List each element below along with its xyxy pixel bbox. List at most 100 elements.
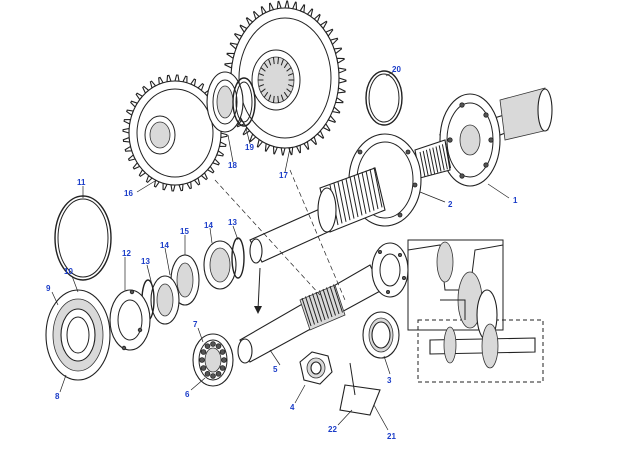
snap-ring-19 xyxy=(232,77,256,127)
spline-rib xyxy=(341,180,351,221)
spline-tooth xyxy=(283,62,289,69)
spline-rib xyxy=(319,290,329,319)
spline-rib xyxy=(305,296,315,325)
bearing-ball xyxy=(219,349,226,355)
spline-rib xyxy=(333,183,343,224)
spline-rib xyxy=(432,147,439,173)
gear-tooth xyxy=(220,132,228,139)
spline-tooth xyxy=(268,58,272,66)
gear-tooth xyxy=(337,67,347,74)
bearing-ball xyxy=(215,343,222,349)
spline-tooth xyxy=(286,88,292,93)
callout-3: 3 xyxy=(387,376,392,385)
callout-9: 9 xyxy=(46,284,51,293)
spline-rib xyxy=(333,284,343,313)
bearing-ball xyxy=(200,365,207,371)
spline-rib xyxy=(301,297,312,327)
spline-rib xyxy=(353,175,363,216)
callout-19: 19 xyxy=(245,143,254,152)
spline-rib xyxy=(445,143,452,169)
spline-tooth xyxy=(277,57,280,65)
bearing-ball xyxy=(215,371,222,377)
callout-2: 2 xyxy=(448,200,453,209)
assembly-inset xyxy=(407,239,544,383)
spline-tooth xyxy=(263,91,269,98)
bearing-stack xyxy=(141,237,245,325)
spline-tooth xyxy=(283,91,289,98)
callout-7: 7 xyxy=(193,320,198,329)
shaft-5 xyxy=(237,242,409,364)
bearing-ball xyxy=(219,365,226,371)
spline-tooth xyxy=(272,57,275,65)
spline-tooth xyxy=(277,95,280,103)
bearing-ball xyxy=(210,341,216,347)
callout-20: 20 xyxy=(392,65,401,74)
bearing-ball xyxy=(210,373,216,379)
spline-rib xyxy=(345,178,355,219)
gear-tooth xyxy=(280,147,286,156)
spline-rib xyxy=(308,294,319,324)
upper-shaft xyxy=(249,167,386,264)
spline-tooth xyxy=(260,67,266,72)
gear-16 xyxy=(122,74,228,192)
spline-tooth xyxy=(258,73,265,76)
spline-rib xyxy=(438,145,445,171)
callout-10: 10 xyxy=(64,267,73,276)
spline-rib xyxy=(422,150,429,176)
callout-13-lower: 13 xyxy=(141,257,150,266)
spline-tooth xyxy=(272,95,275,103)
spline-rib xyxy=(373,167,383,208)
retainer-12 xyxy=(109,289,151,351)
spline-tooth xyxy=(287,84,294,87)
callout-1: 1 xyxy=(513,196,518,205)
spline-rib xyxy=(419,151,426,178)
output-flange-1 xyxy=(414,87,553,187)
callout-14-lower: 14 xyxy=(160,241,169,250)
bearing-6 xyxy=(192,333,234,387)
callout-16: 16 xyxy=(124,189,133,198)
spline-rib xyxy=(322,288,333,318)
spline-rib xyxy=(357,173,367,214)
bearing-ball xyxy=(199,357,205,363)
spline-tooth xyxy=(263,62,269,69)
bearing-18 xyxy=(206,71,244,133)
callout-13-upper: 13 xyxy=(228,218,237,227)
callout-11: 11 xyxy=(77,178,86,187)
callout-4: 4 xyxy=(290,403,295,412)
spline-tooth xyxy=(280,94,284,102)
spline-rib xyxy=(326,287,336,316)
callout-8: 8 xyxy=(55,392,60,401)
castle-nut-4 xyxy=(299,351,333,385)
callout-17: 17 xyxy=(279,171,288,180)
large-gear-17 xyxy=(223,0,347,156)
spline-rib xyxy=(425,149,432,175)
shim-21-22 xyxy=(339,362,381,416)
spline-rib xyxy=(361,172,371,213)
callout-22: 22 xyxy=(328,425,337,434)
oil-seal-8 xyxy=(45,289,111,381)
assembly-guide-lines xyxy=(214,169,346,314)
spline-rib xyxy=(441,144,448,170)
spline-rib xyxy=(337,181,347,222)
spline-tooth xyxy=(258,84,265,87)
spline-tooth xyxy=(260,88,266,93)
callout-6: 6 xyxy=(185,390,190,399)
leader-lines xyxy=(51,71,510,431)
spline-tooth xyxy=(268,94,272,102)
gear-tooth xyxy=(284,0,290,9)
seal-3 xyxy=(362,311,400,359)
spline-rib xyxy=(349,176,359,218)
callout-12: 12 xyxy=(122,249,131,258)
bearing-ball xyxy=(204,371,211,377)
bearing-ball xyxy=(204,343,211,349)
gear-tooth xyxy=(170,184,176,192)
spline-rib xyxy=(329,285,340,315)
gear-tooth xyxy=(122,127,130,134)
spline-tooth xyxy=(280,58,284,66)
gear-tooth xyxy=(338,77,347,84)
callout-14-upper: 14 xyxy=(204,221,213,230)
bearing-ball xyxy=(200,349,207,355)
snap-ring-20 xyxy=(365,70,403,126)
spline-rib xyxy=(369,168,379,210)
